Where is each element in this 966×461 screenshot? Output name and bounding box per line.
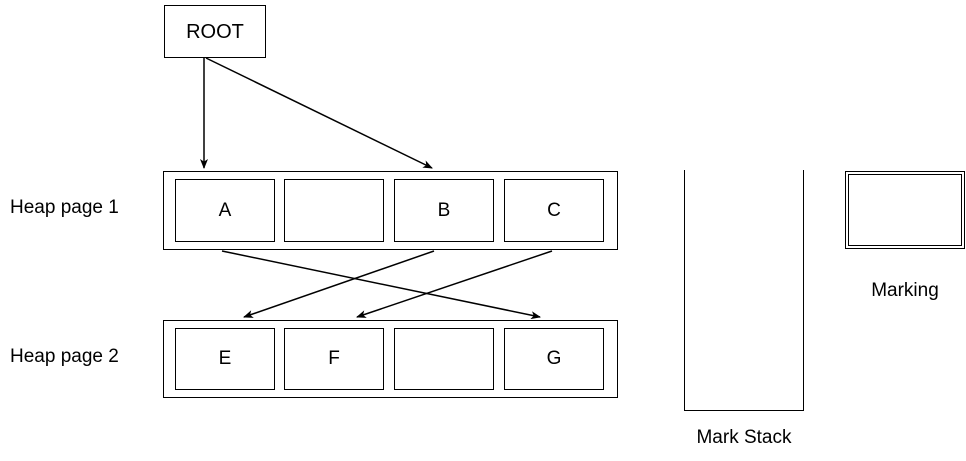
heap-page-2-label: Heap page 2 [10,346,119,367]
mark-stack[interactable] [684,170,804,411]
edge-root-to-b [205,57,433,169]
cell-label: G [546,348,562,369]
heap-page-2-cell-2[interactable] [394,328,494,390]
heap-page-2-cell-3[interactable]: G [504,328,604,390]
marking-label: Marking [871,280,939,301]
heap-page-1-cell-3[interactable]: C [504,179,604,242]
edge-a-to-g [221,250,541,320]
cell-label: E [218,348,232,369]
heap-page-2[interactable]: E F G [163,320,618,398]
root-node[interactable]: ROOT [164,5,266,58]
cell-label: A [218,199,232,221]
heap-page-1[interactable]: A B C [163,171,618,250]
marking-box[interactable] [845,171,965,249]
cell-label: C [547,199,561,221]
heap-page-2-cell-0[interactable]: E [175,328,275,390]
edge-c-to-f [356,250,553,318]
heap-page-2-cell-1[interactable]: F [284,328,384,390]
marking-box-inner-border [848,174,962,246]
root-node-label: ROOT [186,20,244,43]
heap-page-1-label: Heap page 1 [10,197,119,218]
cell-label: B [437,199,451,221]
heap-page-1-cell-1[interactable] [284,179,384,242]
edge-b-to-e [243,250,435,318]
cell-label: F [328,348,340,369]
heap-page-1-cell-2[interactable]: B [394,179,494,242]
mark-stack-label: Mark Stack [696,427,792,448]
heap-page-1-cell-0[interactable]: A [175,179,275,242]
